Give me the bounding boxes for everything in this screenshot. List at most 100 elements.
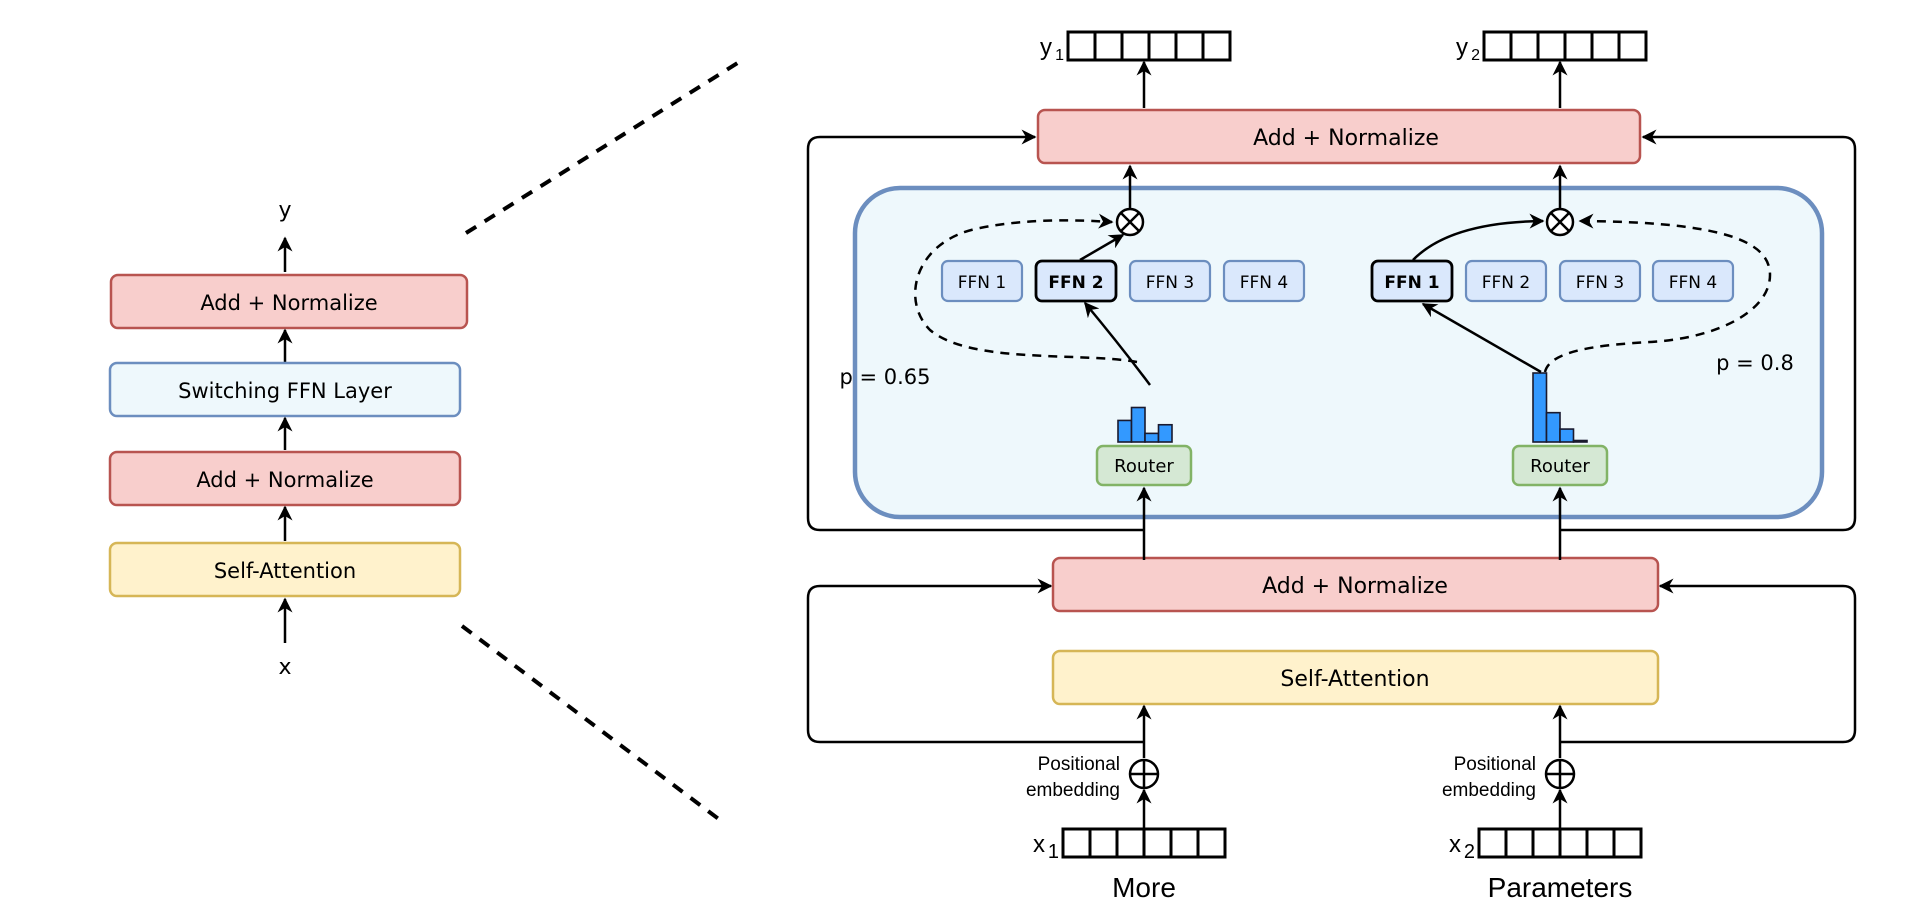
arrow-router-to-expert xyxy=(1084,301,1151,386)
top-add-normalize-label: Add + Normalize xyxy=(1253,126,1439,151)
input-vector-cell xyxy=(1196,827,1227,859)
input-vector-cell xyxy=(1477,827,1508,859)
router-prob-bar xyxy=(1144,432,1160,443)
expert-ffn-label: FFN 3 xyxy=(1576,273,1625,293)
output-vector-cell xyxy=(1617,30,1648,62)
token-label: Parameters xyxy=(1488,872,1633,903)
residual-lower-right xyxy=(1560,578,1857,744)
expert-ffn-label: FFN 4 xyxy=(1240,273,1289,293)
output-label: y xyxy=(1040,34,1052,61)
input-label: x xyxy=(1449,831,1461,858)
router-label: Router xyxy=(1530,456,1590,477)
output-vector-cell xyxy=(1201,30,1232,62)
expert-ffn-3[interactable] xyxy=(1128,259,1212,303)
arrow-expert-to-mul xyxy=(1412,213,1545,261)
add-cross xyxy=(1130,760,1158,788)
probability-label: p = 0.65 xyxy=(839,365,930,389)
expert-ffn-2[interactable] xyxy=(1034,259,1118,303)
expert-ffn-label: FFN 3 xyxy=(1146,273,1195,293)
output-vector-cell xyxy=(1093,30,1124,62)
output-subscript: 2 xyxy=(1471,47,1480,64)
output-vector-cell xyxy=(1590,30,1621,62)
output-vector-cell xyxy=(1066,30,1097,62)
output-vector-cell xyxy=(1563,30,1594,62)
input-label: x xyxy=(1033,831,1045,858)
expert-ffn-2[interactable] xyxy=(1464,259,1548,303)
expert-ffn-4[interactable] xyxy=(1222,259,1306,303)
left-switching-ffn-label: Switching FFN Layer xyxy=(178,379,392,403)
multiply-cross xyxy=(1120,212,1140,232)
router-prob-bar xyxy=(1559,428,1575,443)
input-vector-cell xyxy=(1531,827,1562,859)
left-add-normalize-bottom[interactable] xyxy=(108,450,462,507)
expert-ffn-label: FFN 1 xyxy=(1384,273,1439,293)
router-label: Router xyxy=(1114,456,1174,477)
left-add-normalize-top[interactable] xyxy=(109,273,469,330)
input-vector-cell xyxy=(1142,827,1173,859)
router-prob-bar xyxy=(1572,439,1588,443)
left-switching-ffn-layer[interactable] xyxy=(108,361,462,418)
expert-ffn-1[interactable] xyxy=(1370,259,1454,303)
router-box[interactable] xyxy=(1511,444,1609,487)
arrow-expert-to-mul xyxy=(1079,233,1125,262)
residual-upper-left xyxy=(806,129,1144,532)
input-vector-cell xyxy=(1558,827,1589,859)
expert-ffn-3[interactable] xyxy=(1558,259,1642,303)
left-input-label: x xyxy=(278,655,291,680)
switching-ffn-container xyxy=(852,185,1825,520)
output-vector-cell xyxy=(1536,30,1567,62)
top-add-normalize[interactable] xyxy=(1036,108,1642,165)
multiply-cross xyxy=(1550,212,1570,232)
expert-ffn-4[interactable] xyxy=(1651,259,1735,303)
prob-dashed-path xyxy=(1543,213,1772,373)
output-vector-cell xyxy=(1147,30,1178,62)
left-output-label: y xyxy=(278,198,291,223)
input-vector-cell xyxy=(1115,827,1146,859)
probability-label: p = 0.8 xyxy=(1716,351,1794,375)
output-vector-cell xyxy=(1482,30,1513,62)
bottom-add-normalize[interactable] xyxy=(1051,556,1660,613)
input-vector-cell xyxy=(1585,827,1616,859)
positional-label-line1: Positional xyxy=(1038,754,1120,775)
expert-ffn-label: FFN 2 xyxy=(1482,273,1531,293)
input-vector-cell xyxy=(1088,827,1119,859)
residual-lower-left xyxy=(806,578,1144,744)
residual-upper-right xyxy=(1560,129,1857,532)
expert-ffn-label: FFN 1 xyxy=(958,273,1007,293)
bottom-add-normalize-label: Add + Normalize xyxy=(1262,574,1448,599)
router-box[interactable] xyxy=(1095,444,1193,487)
output-vector-cell xyxy=(1509,30,1540,62)
expert-ffn-label: FFN 4 xyxy=(1669,273,1718,293)
router-prob-bar xyxy=(1130,406,1146,443)
left-add-normalize-top-label: Add + Normalize xyxy=(200,291,377,315)
input-vector-cell xyxy=(1169,827,1200,859)
zoom-guide-bottom xyxy=(460,624,726,825)
router-prob-bar xyxy=(1157,423,1173,443)
expert-ffn-label: FFN 2 xyxy=(1048,273,1103,293)
positional-label-line1: Positional xyxy=(1454,754,1536,775)
token-label: More xyxy=(1112,872,1176,903)
input-subscript: 2 xyxy=(1464,841,1475,863)
output-subscript: 1 xyxy=(1055,47,1064,64)
input-vector-cell xyxy=(1612,827,1643,859)
input-subscript: 1 xyxy=(1048,841,1059,863)
left-self-attention-label: Self-Attention xyxy=(214,559,356,583)
left-stack: y Add + Normalize Switching FFN Layer Ad… xyxy=(108,198,469,680)
self-attention[interactable] xyxy=(1051,649,1660,706)
positional-label-line2: embedding xyxy=(1442,780,1536,801)
self-attention-label: Self-Attention xyxy=(1280,667,1429,692)
output-vector-cell xyxy=(1174,30,1205,62)
output-vector-cell xyxy=(1120,30,1151,62)
add-cross xyxy=(1546,760,1574,788)
left-add-normalize-bottom-label: Add + Normalize xyxy=(196,468,373,492)
expanded-layer: Add + Normalize Add + Normalize Self-Att… xyxy=(806,30,1857,903)
expert-ffn-1[interactable] xyxy=(940,259,1024,303)
zoom-guide-top xyxy=(464,57,746,235)
left-self-attention[interactable] xyxy=(108,541,462,598)
prob-dashed-path xyxy=(914,213,1138,364)
router-prob-bar xyxy=(1545,411,1561,443)
router-prob-bar xyxy=(1532,372,1548,443)
